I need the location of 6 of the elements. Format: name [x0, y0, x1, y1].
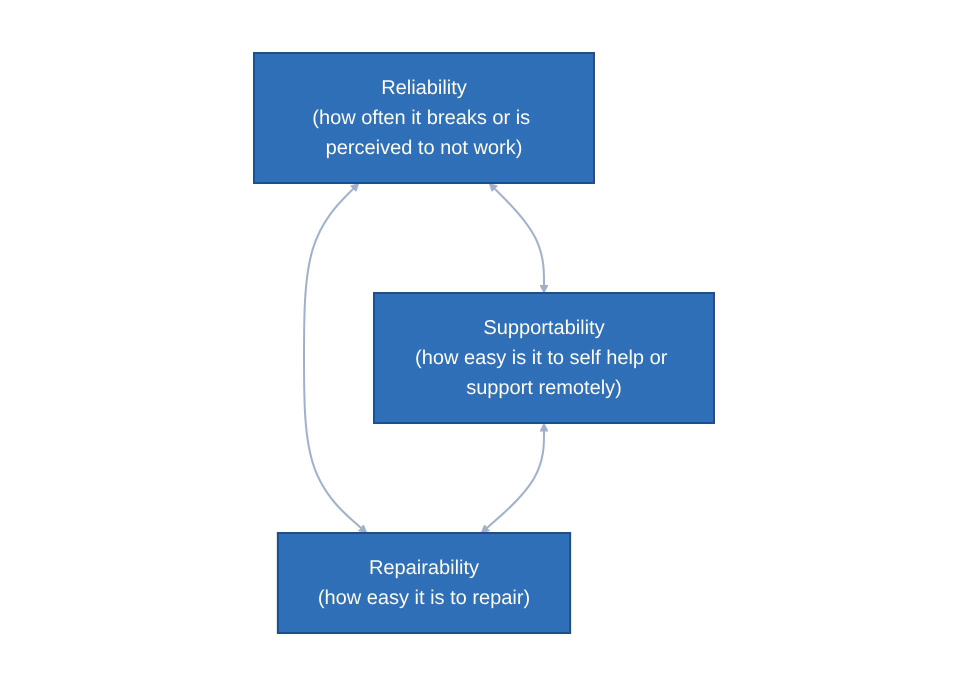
node-box: Supportability (how easy is it to self help or support remotely) — [372, 292, 714, 424]
arrow — [302, 182, 367, 533]
arrow — [480, 422, 548, 533]
arrow — [488, 182, 548, 293]
node-box: Reliability (how often it breaks or is perceived to not work) — [252, 52, 594, 184]
node-box: Repairability (how easy it is to repair) — [276, 532, 571, 634]
